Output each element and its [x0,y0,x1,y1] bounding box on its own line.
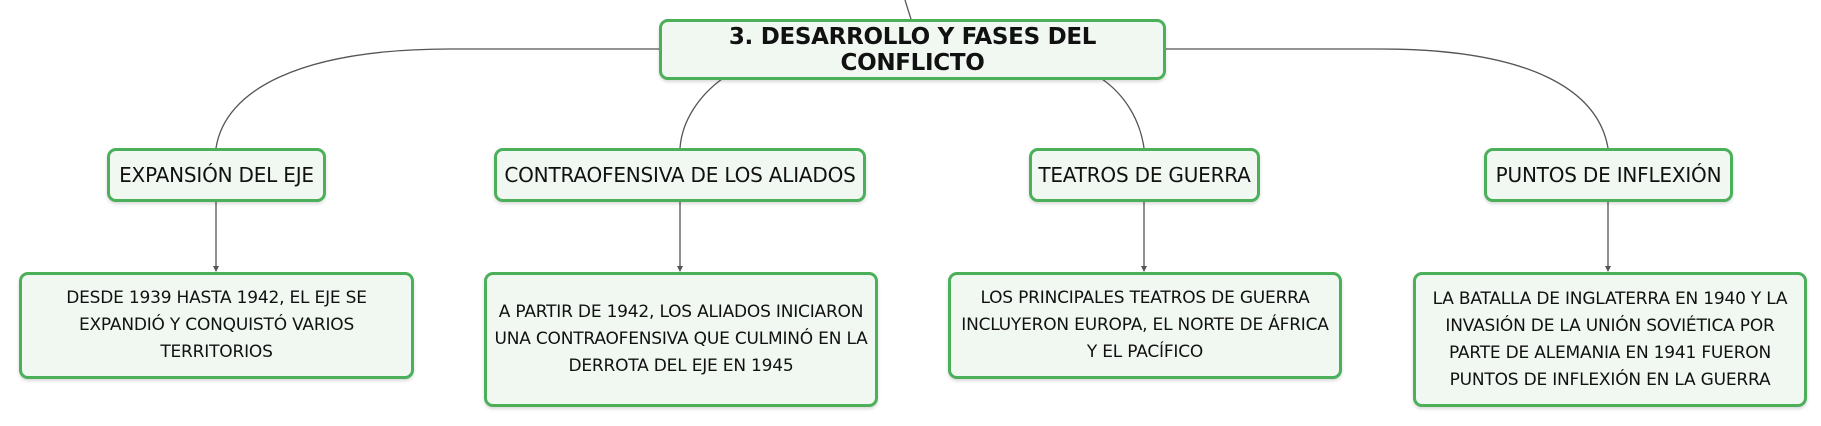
detail-text: LOS PRINCIPALES TEATROS DE GUERRA INCLUY… [961,288,1329,362]
detail-node-puntos-de-inflexion[interactable]: LA BATALLA DE INGLATERRA EN 1940 Y LA IN… [1413,272,1807,407]
main-topic-label: 3. DESARROLLO Y FASES DEL CONFLICTO [728,23,1097,76]
branch-label: EXPANSIÓN DEL EJE [119,163,314,187]
detail-text: A PARTIR DE 1942, LOS ALIADOS INICIARON … [494,302,868,376]
connector-main-to-contraofensiva [679,78,723,149]
connector-main-to-teatros [1101,78,1145,149]
detail-text: LA BATALLA DE INGLATERRA EN 1940 Y LA IN… [1432,288,1788,390]
branch-node-teatros-de-guerra[interactable]: TEATROS DE GUERRA [1029,148,1260,202]
branch-label: CONTRAOFENSIVA DE LOS ALIADOS [504,163,856,187]
arrowhead-puntos [1605,266,1611,272]
branch-node-puntos-de-inflexion[interactable]: PUNTOS DE INFLEXIÓN [1484,148,1733,202]
detail-node-contraofensiva[interactable]: A PARTIR DE 1942, LOS ALIADOS INICIARON … [484,272,878,407]
detail-text: DESDE 1939 HASTA 1942, EL EJE SE EXPANDI… [66,288,367,362]
connector-main-to-puntos [1166,48,1609,149]
detail-node-teatros-de-guerra[interactable]: LOS PRINCIPALES TEATROS DE GUERRA INCLUY… [948,272,1342,379]
main-topic-node[interactable]: 3. DESARROLLO Y FASES DEL CONFLICTO [659,19,1166,80]
detail-node-expansion-del-eje[interactable]: DESDE 1939 HASTA 1942, EL EJE SE EXPANDI… [19,272,414,379]
arrowhead-contraofensiva [677,266,683,272]
arrowhead-teatros [1141,266,1147,272]
branch-node-contraofensiva[interactable]: CONTRAOFENSIVA DE LOS ALIADOS [494,148,866,202]
branch-node-expansion-del-eje[interactable]: EXPANSIÓN DEL EJE [107,148,326,202]
branch-label: TEATROS DE GUERRA [1038,163,1251,187]
parent-connector [904,0,912,20]
branch-label: PUNTOS DE INFLEXIÓN [1495,163,1722,187]
connector-main-to-expansion [215,48,659,149]
arrowhead-expansion [213,266,219,272]
